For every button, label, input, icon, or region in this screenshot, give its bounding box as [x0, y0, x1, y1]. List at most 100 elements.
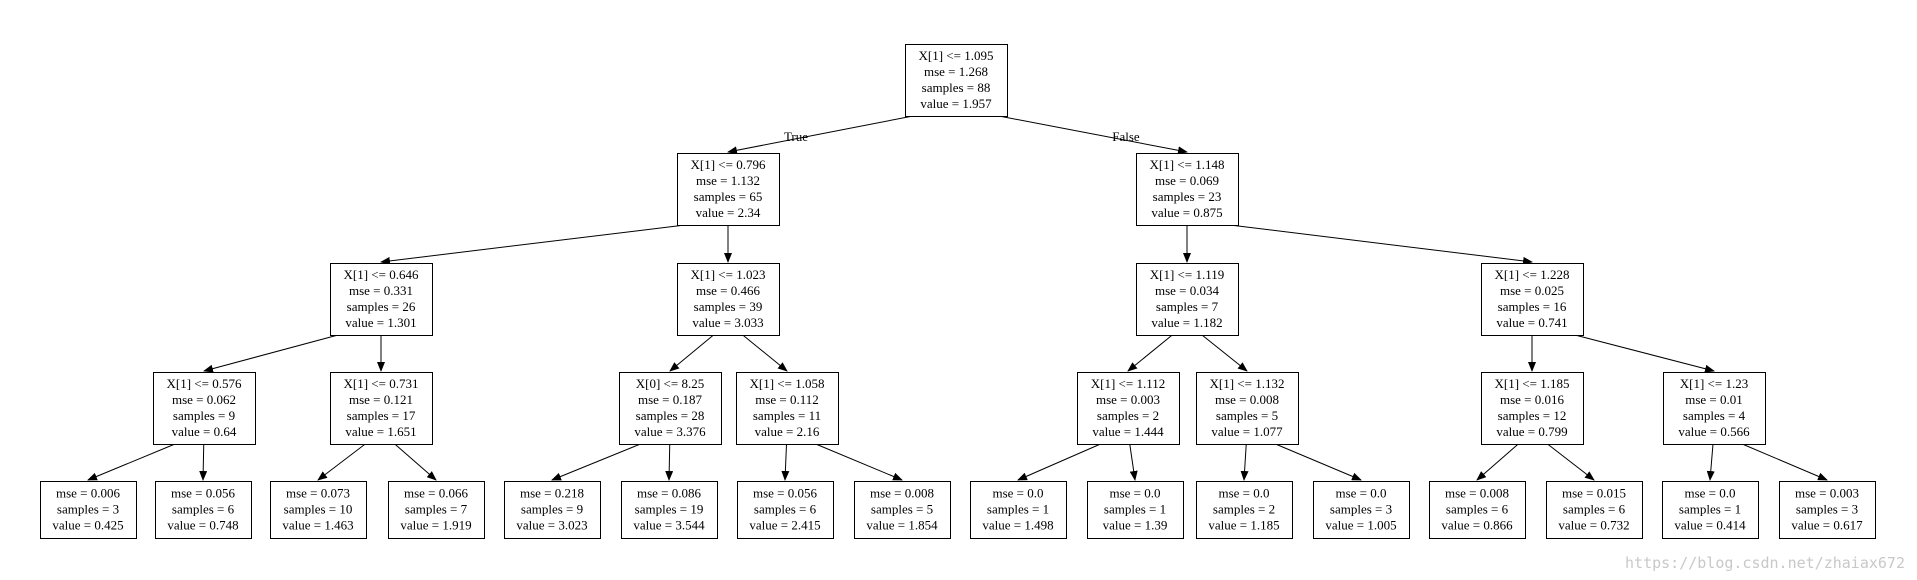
- node-value-text: value = 1.005: [1325, 518, 1396, 533]
- edge-label-false: False: [1112, 129, 1140, 144]
- node-condition-text: X[1] <= 1.132: [1210, 376, 1285, 391]
- node-mse-text: mse = 0.008: [1215, 392, 1279, 407]
- edge-n14-n30: [1742, 443, 1828, 481]
- node-mse-text: mse = 0.062: [172, 392, 236, 407]
- node-value-text: value = 1.185: [1208, 518, 1279, 533]
- node-value-text: value = 2.34: [696, 205, 761, 220]
- edge-n12-n26: [1275, 443, 1362, 481]
- node-value-text: value = 3.023: [516, 518, 587, 533]
- node-condition-text: X[0] <= 8.25: [636, 376, 704, 391]
- node-box: [1136, 263, 1239, 336]
- node-mse-text: mse = 0.034: [1155, 283, 1220, 298]
- node-value-text: value = 0.617: [1791, 518, 1863, 533]
- node-box: [1313, 481, 1410, 539]
- edge-n6-n14: [1574, 334, 1715, 373]
- node-mse-text: mse = 0.003: [1096, 392, 1160, 407]
- node-value-text: value = 1.957: [920, 96, 992, 111]
- node-box: [155, 481, 252, 539]
- node-mse-text: mse = 0.218: [520, 486, 584, 501]
- node-box: [677, 263, 780, 336]
- node-samples-text: samples = 1: [1679, 502, 1741, 517]
- node-mse-text: mse = 0.003: [1795, 486, 1859, 501]
- node-box: [677, 153, 780, 226]
- node-condition-text: X[1] <= 1.095: [919, 48, 994, 63]
- node-samples-text: samples = 3: [1796, 502, 1858, 517]
- edge-n4-n10: [742, 334, 788, 372]
- node-condition-text: X[1] <= 0.731: [344, 376, 419, 391]
- node-value-text: value = 0.875: [1151, 205, 1222, 220]
- node-value-text: value = 1.39: [1103, 518, 1168, 533]
- node-mse-text: mse = 0.025: [1500, 283, 1564, 298]
- node-mse-text: mse = 0.466: [696, 283, 761, 298]
- node-mse-text: mse = 0.0: [1109, 486, 1160, 501]
- node-box: [1196, 481, 1293, 539]
- edge-n1-n3: [380, 224, 686, 265]
- node-condition-text: X[1] <= 1.23: [1680, 376, 1748, 391]
- node-mse-text: mse = 1.132: [696, 173, 760, 188]
- node-value-text: value = 0.732: [1558, 518, 1629, 533]
- node-box: [1663, 372, 1766, 445]
- node-samples-text: samples = 5: [1216, 408, 1278, 423]
- node-mse-text: mse = 0.073: [286, 486, 350, 501]
- node-condition-text: X[1] <= 1.228: [1495, 267, 1570, 282]
- edge-n8-n18: [394, 443, 437, 481]
- node-samples-text: samples = 6: [1446, 502, 1509, 517]
- node-mse-text: mse = 0.0: [1335, 486, 1386, 501]
- node-box: [1779, 481, 1876, 539]
- node-mse-text: mse = 0.01: [1685, 392, 1743, 407]
- node-mse-text: mse = 0.066: [404, 486, 469, 501]
- node-value-text: value = 3.033: [692, 315, 763, 330]
- node-box: [1087, 481, 1184, 539]
- node-samples-text: samples = 1: [1104, 502, 1166, 517]
- node-samples-text: samples = 3: [57, 502, 119, 517]
- node-value-text: value = 0.566: [1678, 424, 1750, 439]
- node-box: [619, 372, 722, 445]
- node-value-text: value = 3.376: [634, 424, 706, 439]
- node-mse-text: mse = 0.086: [637, 486, 702, 501]
- node-condition-text: X[1] <= 0.576: [167, 376, 242, 391]
- node-samples-text: samples = 19: [635, 502, 704, 517]
- node-samples-text: samples = 26: [347, 299, 416, 314]
- node-samples-text: samples = 6: [754, 502, 817, 517]
- node-box: [1481, 263, 1584, 336]
- node-condition-text: X[1] <= 1.023: [691, 267, 766, 282]
- node-samples-text: samples = 12: [1498, 408, 1567, 423]
- node-mse-text: mse = 0.0: [1684, 486, 1735, 501]
- node-mse-text: mse = 0.187: [638, 392, 703, 407]
- node-samples-text: samples = 6: [1563, 502, 1626, 517]
- node-value-text: value = 1.651: [345, 424, 416, 439]
- node-value-text: value = 1.444: [1092, 424, 1164, 439]
- edge-n14-n29: [1706, 443, 1715, 481]
- node-box: [1481, 372, 1584, 445]
- node-box: [1429, 481, 1526, 539]
- edge-n3-n7: [203, 334, 339, 373]
- watermark-text: https://blog.csdn.net/zhaiax672: [1625, 554, 1905, 572]
- node-mse-text: mse = 0.016: [1500, 392, 1565, 407]
- edge-n0-n1: [727, 115, 914, 155]
- node-mse-text: mse = 0.008: [1445, 486, 1509, 501]
- edge-n12-n25: [1240, 443, 1249, 481]
- node-box: [330, 372, 433, 445]
- node-samples-text: samples = 28: [636, 408, 705, 423]
- node-value-text: value = 0.748: [167, 518, 238, 533]
- node-box: [1136, 153, 1239, 226]
- node-box: [504, 481, 601, 539]
- node-samples-text: samples = 23: [1153, 189, 1222, 204]
